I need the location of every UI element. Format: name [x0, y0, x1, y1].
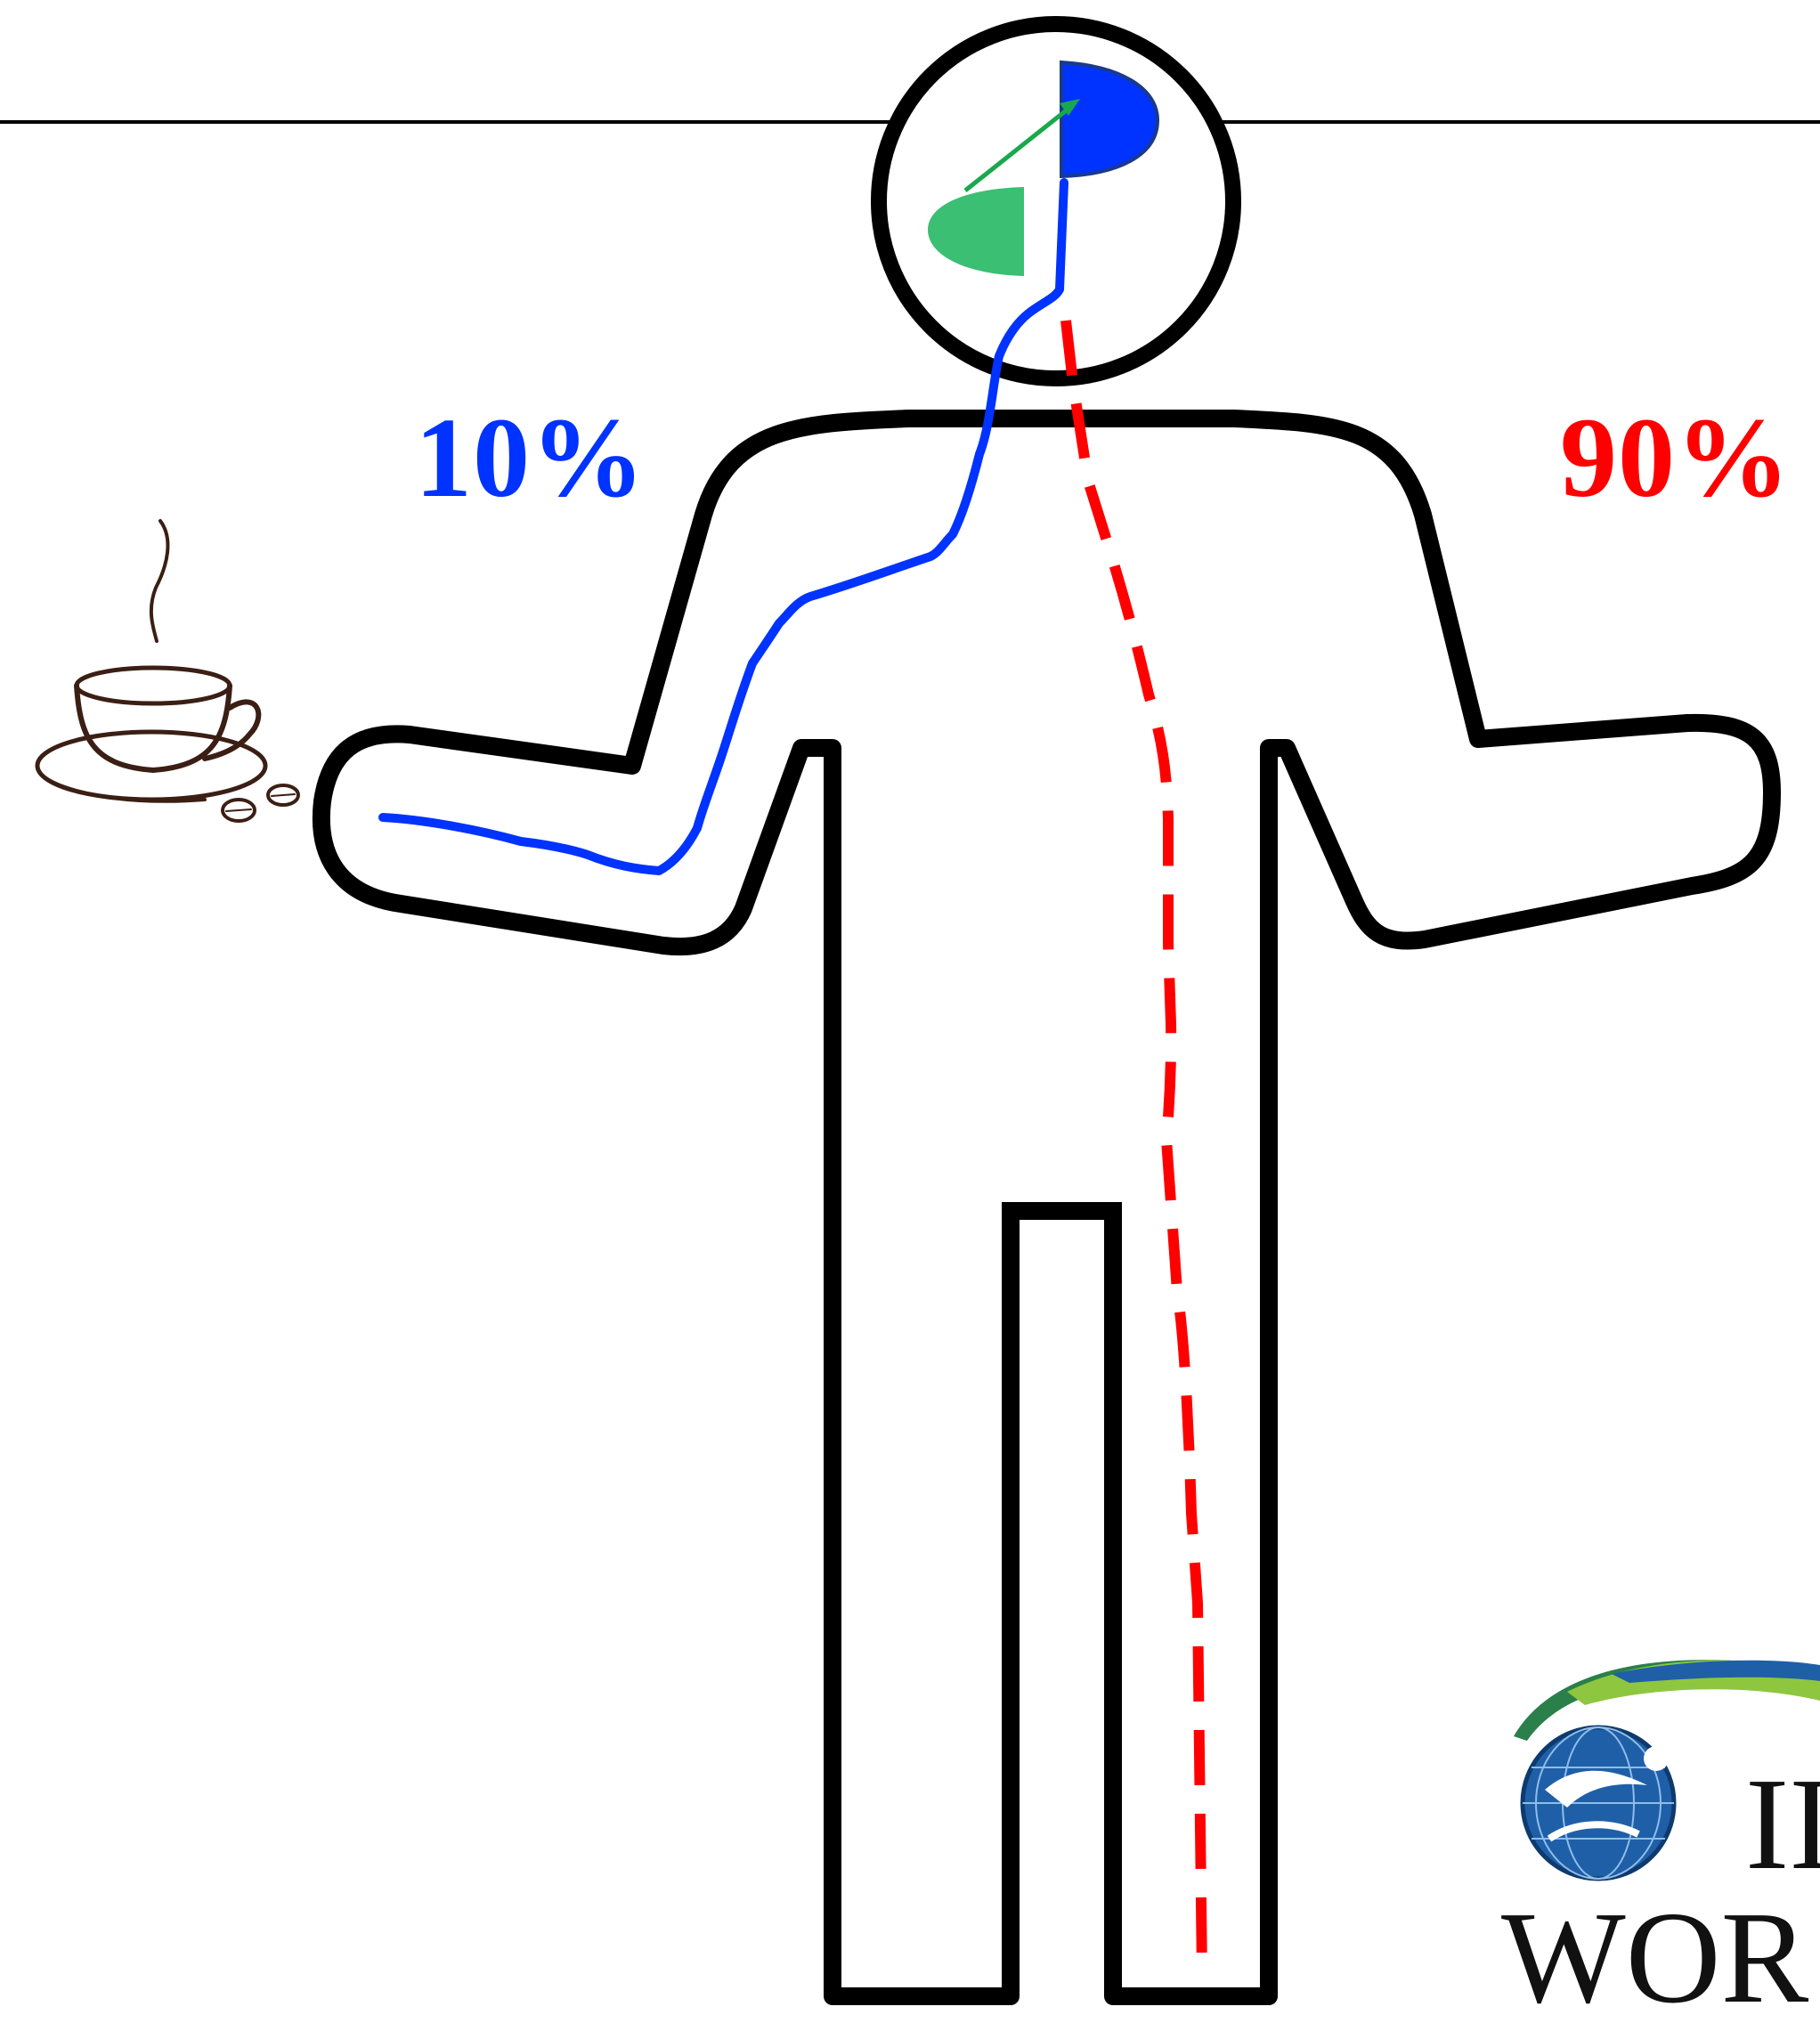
leg-gap-inner	[1011, 1211, 1113, 1996]
logo-wordmark-line1: II	[1745, 1759, 1820, 1890]
logo-wordmark-line2: WOR	[1501, 1892, 1820, 2024]
head-outline	[879, 24, 1233, 378]
coffee-cup-icon	[37, 521, 298, 821]
unconscious-percent-label: 90%	[1560, 401, 1791, 515]
logo-wordmark: II WOR	[1514, 1759, 1820, 2024]
conscious-percent-label: 10%	[415, 401, 646, 515]
